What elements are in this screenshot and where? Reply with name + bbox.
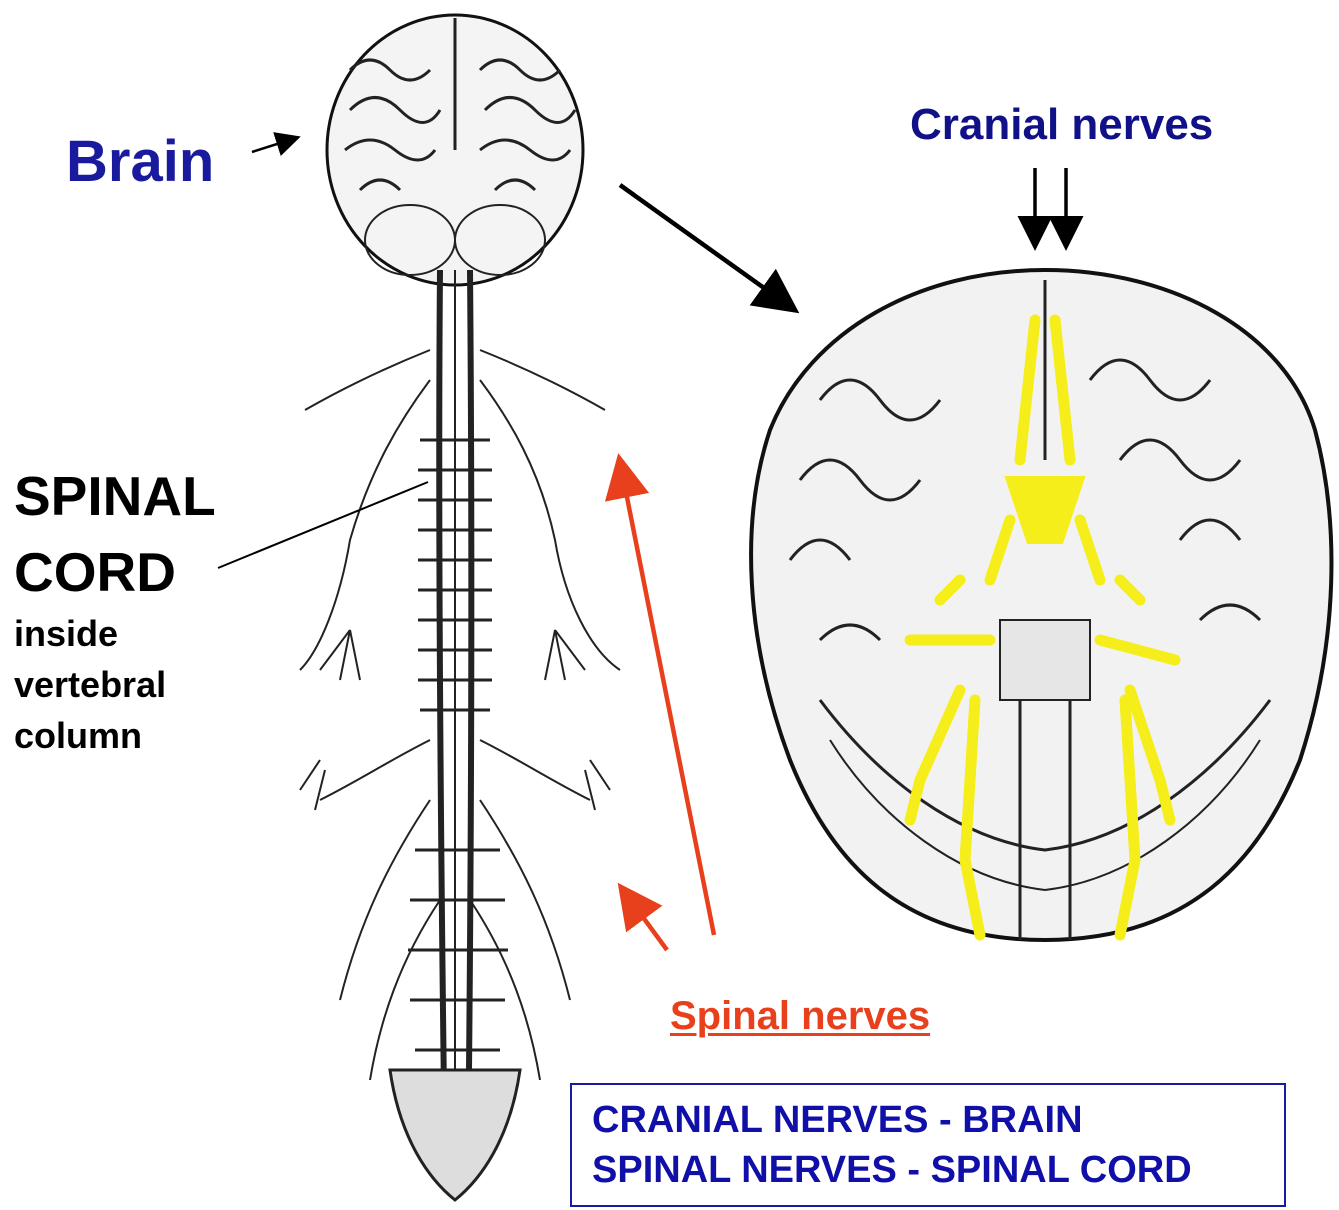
spinal-cord-sublabel: inside vertebral column <box>14 608 166 761</box>
spinal-cord-label-line1: SPINAL <box>14 458 216 534</box>
brain-underside-illustration <box>751 270 1331 940</box>
nervous-system-illustration <box>300 15 620 1200</box>
vertebrae-drawing <box>408 440 508 1050</box>
summary-box: CRANIAL NERVES - BRAIN SPINAL NERVES - S… <box>570 1083 1286 1207</box>
spinal-cord-label: SPINAL CORD <box>14 458 216 610</box>
brain-to-detail-arrow <box>620 185 792 308</box>
spinal-nerves-label: Spinal nerves <box>670 994 930 1039</box>
brain-arrow <box>252 138 296 152</box>
spinal-cord-pointer-line <box>218 482 428 568</box>
sacrum-drawing <box>390 1070 520 1200</box>
summary-line-cranial: CRANIAL NERVES - BRAIN <box>592 1099 1083 1142</box>
spinal-cord-label-line2: CORD <box>14 534 216 610</box>
cranial-nerves-label: Cranial nerves <box>910 100 1213 150</box>
spinal-nerve-branches-drawing <box>300 350 620 1080</box>
brain-label: Brain <box>66 128 214 195</box>
brain-top-drawing <box>327 15 583 285</box>
spinal-cord-sub-line3: column <box>14 710 166 761</box>
spinal-column-drawing <box>439 270 471 1190</box>
spinal-nerves-arrow-short <box>623 890 667 950</box>
spinal-nerves-arrow-long <box>620 462 714 935</box>
spinal-cord-sub-line2: vertebral <box>14 659 166 710</box>
summary-line-spinal: SPINAL NERVES - SPINAL CORD <box>592 1149 1192 1192</box>
spinal-cord-sub-line1: inside <box>14 608 166 659</box>
